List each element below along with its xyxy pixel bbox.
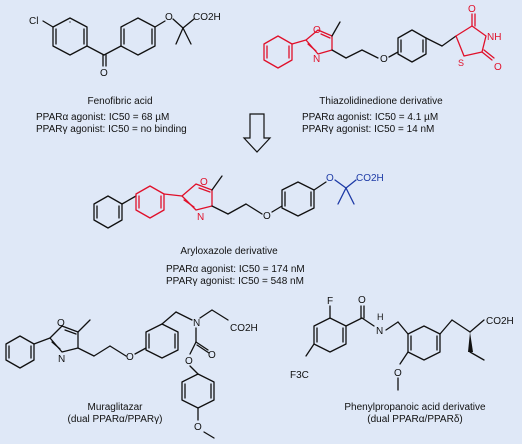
thiazolidinedione-structure: O N O O NH S O: [263, 4, 502, 73]
phenylpropanoic-name: Phenylpropanoic acid derivative: [344, 402, 486, 413]
oxazole-nitrogen: N: [313, 54, 320, 65]
fluorine-atom: F: [327, 296, 333, 307]
aryloxazole-acid-oxygen: O: [326, 173, 334, 184]
muraglitazar-name: Muraglitazar: [87, 402, 143, 413]
tzd-bottom-oxygen: O: [494, 62, 502, 73]
muraglitazar-oxazole-nitrogen: N: [58, 354, 65, 365]
fenofibric-line1: PPARα agonist: IC50 = 68 µM: [36, 112, 170, 123]
muraglitazar-methoxy-oxygen: O: [194, 422, 202, 433]
amide-oxygen: O: [358, 295, 366, 306]
muraglitazar-carbamate-oxygen: O: [185, 356, 193, 367]
aryloxazole-carboxylic-acid: CO2H: [356, 173, 384, 184]
aryloxazole-oxazole-nitrogen: N: [197, 212, 204, 223]
aryloxazole-ether-oxygen: O: [263, 211, 271, 222]
muraglitazar-oxazole-oxygen: O: [57, 318, 65, 329]
carboxylic-acid-label: CO2H: [193, 12, 221, 23]
oxazole-oxygen: O: [313, 25, 321, 36]
aryloxazole-name: Aryloxazole derivative: [180, 246, 278, 257]
down-arrow: [242, 113, 272, 153]
muraglitazar-carbonyl-oxygen: O: [208, 350, 216, 361]
ketone-oxygen: O: [100, 68, 108, 79]
tzd-sulfur: S: [458, 58, 464, 68]
muraglitazar-carboxylic-acid: CO2H: [230, 323, 258, 334]
aryloxazole-oxazole-oxygen: O: [200, 177, 208, 188]
amide-hydrogen: H: [377, 312, 384, 322]
thiazolidinedione-line2: PPARγ agonist: IC50 = 14 nM: [302, 124, 435, 135]
chlorine-atom: Cl: [29, 16, 38, 27]
muraglitazar-ether-oxygen: O: [126, 352, 134, 363]
phenylpropanoic-structure: F F3C O N H O CO2H: [290, 295, 514, 391]
aryloxazole-line2: PPARγ agonist: IC50 = 548 nM: [166, 276, 304, 287]
ether-oxygen: O: [165, 12, 173, 23]
ether-oxygen-tzd: O: [380, 54, 388, 65]
phenylpropanoic-carboxylic-acid: CO2H: [486, 316, 514, 327]
tzd-top-oxygen: O: [468, 4, 476, 15]
thiazolidinedione-line1: PPARα agonist: IC50 = 4.1 µM: [302, 112, 439, 123]
fenofibric-acid-structure: Cl O O CO2H: [29, 12, 221, 79]
phenylpropanoic-sub: (dual PPARα/PPARδ): [367, 414, 463, 425]
aryloxazole-line1: PPARα agonist: IC50 = 174 nM: [166, 264, 305, 275]
muraglitazar-structure: O N O N CO2H O O O: [5, 309, 258, 439]
aryloxazole-structure: O N O O CO2H: [93, 173, 384, 229]
phenylpropanoic-methoxy-oxygen: O: [394, 368, 402, 379]
thiazolidinedione-name: Thiazolidinedione derivative: [319, 96, 443, 107]
muraglitazar-nitrogen: N: [193, 318, 200, 329]
fenofibric-name: Fenofibric acid: [87, 96, 153, 107]
fenofibric-line2: PPARγ agonist: IC50 = no binding: [36, 124, 187, 135]
amide-nitrogen: N: [376, 326, 383, 337]
muraglitazar-sub: (dual PPARα/PPARγ): [67, 414, 163, 425]
tzd-nh: NH: [487, 32, 501, 43]
trifluoromethyl-group: F3C: [290, 370, 309, 381]
